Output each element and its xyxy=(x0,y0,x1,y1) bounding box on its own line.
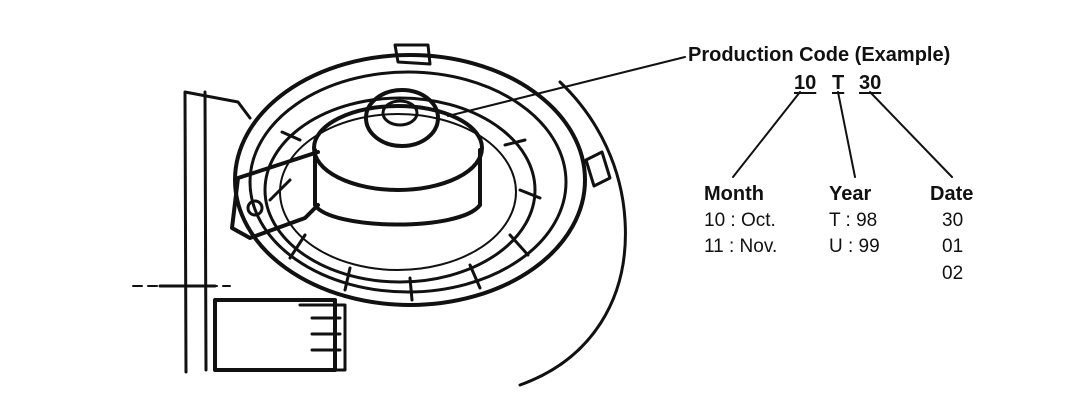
code-year: T xyxy=(832,72,845,94)
outer-scroll-inner xyxy=(248,70,568,294)
month-header: Month xyxy=(704,183,764,205)
motor-body xyxy=(313,148,482,227)
bracket-screw xyxy=(246,199,264,217)
leader-line xyxy=(447,56,686,117)
year-header: Year xyxy=(829,183,872,205)
housing-curve xyxy=(518,80,627,387)
month-value: 11 : Nov. xyxy=(704,236,778,257)
year-value: T : 98 xyxy=(829,210,878,231)
outer-scroll xyxy=(233,53,587,307)
motor-top xyxy=(312,104,484,192)
motor-shaft xyxy=(381,99,419,127)
fan-ring xyxy=(263,96,537,284)
month-leader xyxy=(732,91,801,178)
mounting-bracket xyxy=(230,150,320,240)
date-leader xyxy=(869,91,953,178)
code-month: 10 xyxy=(794,72,817,94)
year-value: U : 99 xyxy=(829,236,880,257)
production-code-title: Production Code (Example) xyxy=(688,44,951,66)
side-clip xyxy=(584,150,612,188)
date-header: Date xyxy=(930,183,974,205)
housing-panel xyxy=(158,90,252,374)
date-value: 30 xyxy=(942,210,964,231)
motor-hub xyxy=(364,88,440,148)
year-leader xyxy=(837,91,856,178)
connector-pins xyxy=(298,303,347,372)
top-tab xyxy=(393,43,432,66)
fan-blades xyxy=(268,130,542,302)
month-value: 10 : Oct. xyxy=(704,210,776,231)
date-value: 02 xyxy=(942,263,964,284)
date-value: 01 xyxy=(942,236,964,257)
code-date: 30 xyxy=(859,72,882,94)
